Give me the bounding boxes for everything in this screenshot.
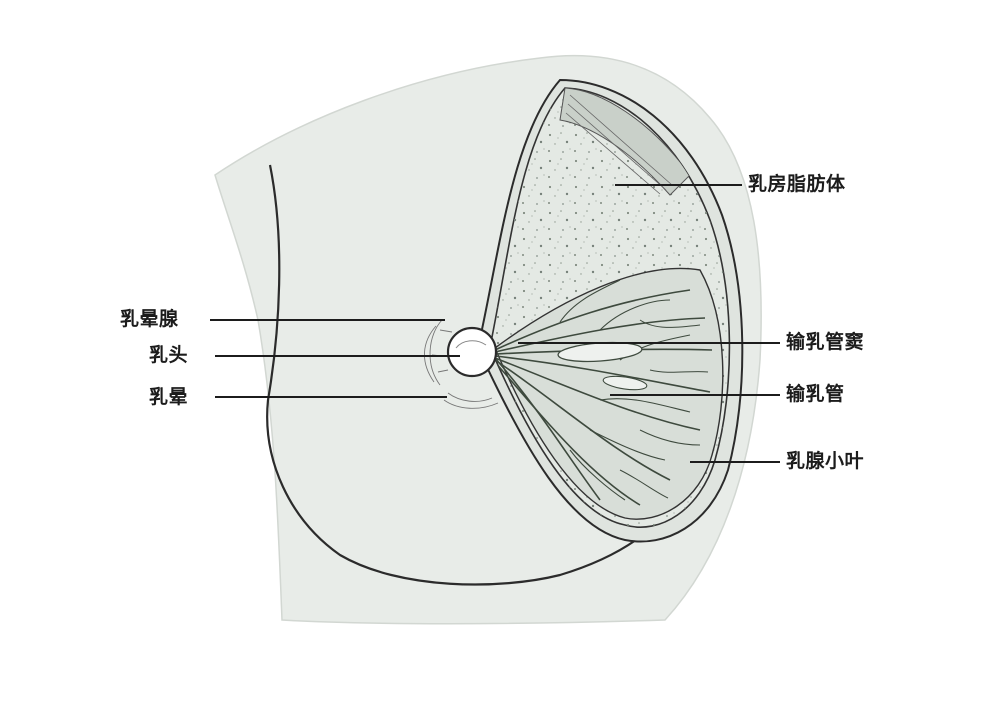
areola-rings xyxy=(424,319,499,409)
leader-lines xyxy=(210,184,780,463)
glandular-lobe xyxy=(494,267,724,520)
label-areola-gland: 乳晕腺 xyxy=(120,308,179,330)
label-lobule: 乳腺小叶 xyxy=(786,450,865,472)
label-duct-sinus: 输乳管窦 xyxy=(786,331,865,353)
label-nipple: 乳头 xyxy=(149,344,189,366)
body-contour-line xyxy=(266,164,661,586)
nipple xyxy=(446,326,498,378)
label-fat-body: 乳房脂肪体 xyxy=(748,173,846,195)
label-duct: 输乳管 xyxy=(786,383,845,405)
label-areola: 乳晕 xyxy=(149,386,189,408)
